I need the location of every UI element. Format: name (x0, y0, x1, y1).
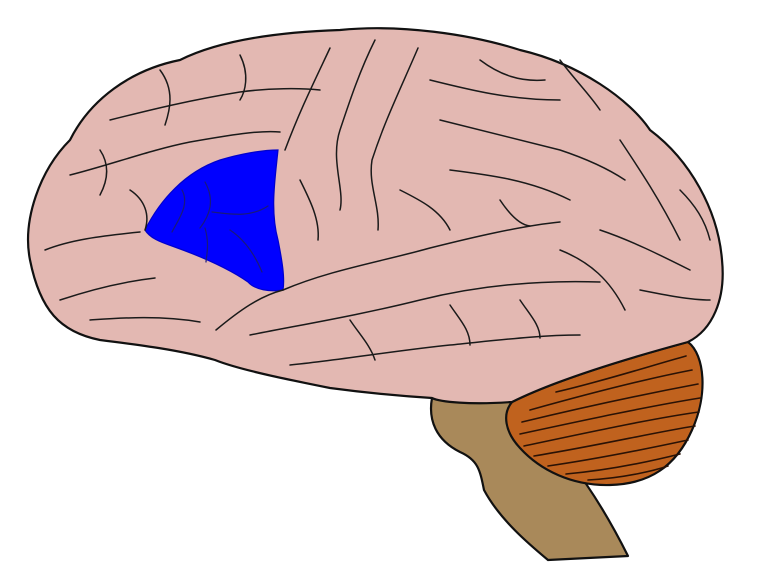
cerebrum-sulci (44, 39, 711, 366)
cerebrum (27, 27, 724, 405)
highlighted-region-sulci (171, 181, 269, 273)
cerebellum-folia (519, 355, 701, 481)
highlighted-region (144, 149, 285, 292)
